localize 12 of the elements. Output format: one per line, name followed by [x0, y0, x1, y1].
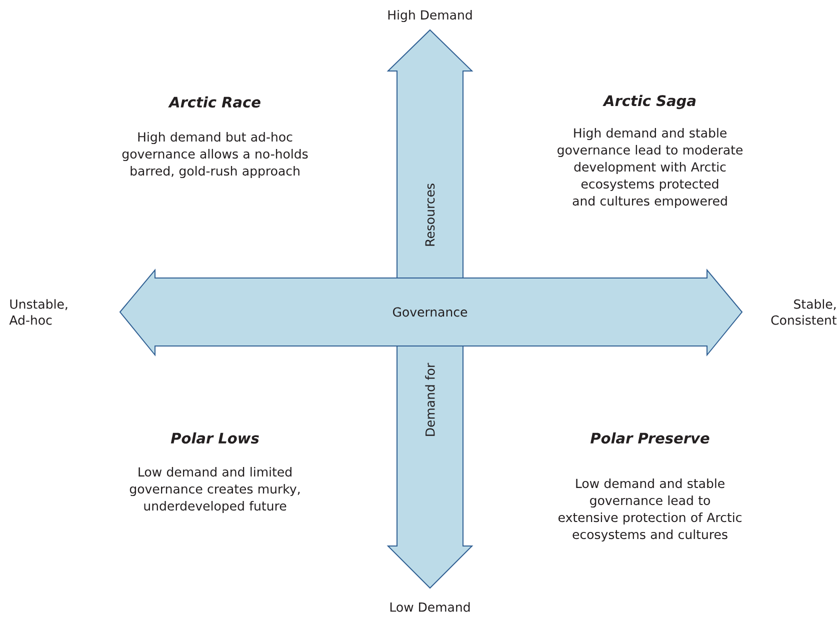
axis-label: Unstable, Ad-hoc	[9, 299, 68, 325]
axis-label: Low Demand	[390, 602, 470, 612]
scenario-title: Arctic Saga	[602, 94, 696, 110]
scenario-text: Low demand and stable governance lead to extensive protection of Arctic ecosystems and cultures	[558, 478, 742, 542]
scenario-title: Polar Lows	[170, 432, 259, 444]
scenario-title: Polar Preserve	[590, 432, 710, 444]
axis-label: Stable, Consistent	[771, 299, 836, 325]
scenario-text: Low demand and limited governance creates murky, underdeveloped future	[130, 466, 300, 514]
scenario-text: High demand and stable governance lead to moderate development with Arctic ecosystems protected and cultures empowered	[558, 128, 742, 208]
scenario-text: High demand but ad-hoc governance allows a no-holds barred, gold-rush approach	[122, 132, 308, 178]
scenario-title: Arctic Race	[168, 96, 260, 108]
axis-label: High Demand	[388, 10, 472, 22]
